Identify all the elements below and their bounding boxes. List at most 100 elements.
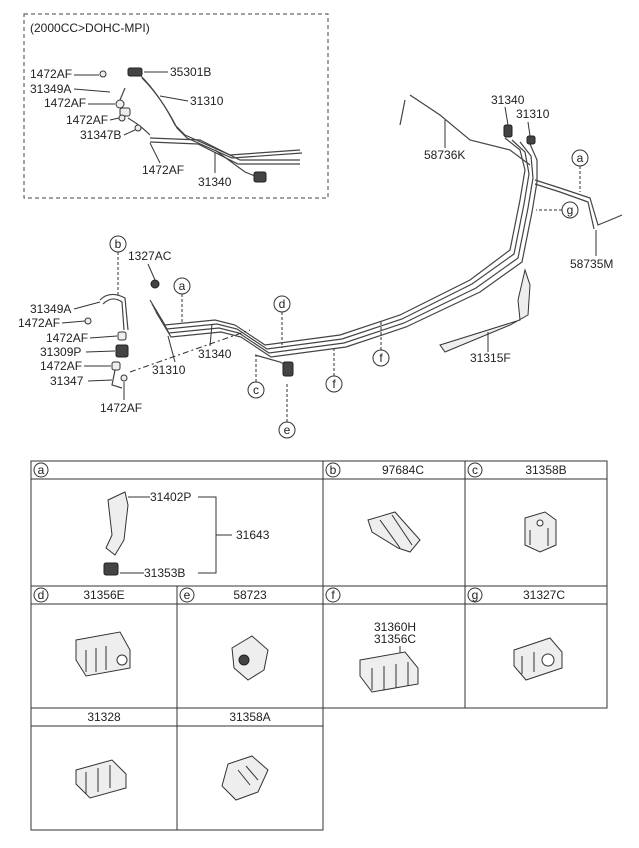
label-31310: 31310 (516, 107, 550, 121)
label-1472af: 1472AF (46, 331, 88, 345)
cell-h: 31328 (75, 710, 127, 799)
connector-icon (526, 135, 536, 145)
cell-letter: a (38, 463, 45, 477)
bolt-icon (134, 124, 142, 132)
connector-icon (127, 67, 143, 77)
svg-text:g: g (567, 203, 574, 217)
callout-f: f (372, 322, 390, 367)
label-31309p: 31309P (40, 345, 81, 359)
label-31643: 31643 (236, 528, 270, 542)
svg-text:a: a (179, 279, 186, 293)
label-1472af: 1472AF (18, 316, 60, 330)
svg-text:d: d (279, 297, 286, 311)
label-35301b: 35301B (170, 65, 211, 79)
inset-parts (99, 67, 267, 183)
svg-text:c: c (253, 383, 259, 397)
filter-icon (115, 344, 129, 358)
part-58723: 58723 (233, 588, 267, 602)
callout-e: e (278, 382, 296, 439)
svg-text:c: c (472, 463, 478, 477)
clamp-icon (117, 331, 127, 341)
callout-g: g (536, 201, 579, 219)
part-31358b: 31358B (525, 463, 566, 477)
connector-icon (503, 124, 513, 138)
label-1472af: 1472AF (30, 67, 72, 81)
clip-icon (75, 759, 127, 799)
svg-text:e: e (184, 588, 191, 602)
svg-text:f: f (331, 588, 335, 602)
bracket-icon (105, 491, 129, 556)
callout-d: d (273, 295, 291, 348)
part-31356c: 31356C (374, 632, 416, 646)
callout-b: b (109, 235, 127, 296)
svg-text:f: f (332, 377, 336, 391)
clip-icon (231, 635, 269, 681)
svg-text:b: b (330, 463, 337, 477)
bolt-icon (115, 99, 125, 109)
label-31340: 31340 (491, 93, 525, 107)
svg-text:f: f (379, 351, 383, 365)
svg-text:e: e (284, 423, 291, 437)
label-1472af: 1472AF (100, 401, 142, 415)
label-31340: 31340 (198, 175, 232, 189)
callout-a: a (571, 149, 589, 192)
filter-icon (119, 107, 131, 117)
clip-icon (359, 651, 419, 693)
cell-d: d 31356E (33, 587, 131, 677)
clip-icon (253, 171, 267, 183)
label-31340: 31340 (198, 347, 232, 361)
part-31328: 31328 (87, 710, 121, 724)
cell-c: c 31358B (467, 462, 567, 553)
cell-i: 31358A (221, 710, 271, 801)
bolt-icon (120, 374, 128, 382)
clip-icon (150, 279, 160, 289)
clip-icon (513, 637, 563, 681)
label-1472af: 1472AF (40, 359, 82, 373)
label-31353b: 31353B (144, 566, 185, 580)
label-31347: 31347 (50, 374, 84, 388)
svg-text:d: d (38, 588, 45, 602)
inset-pipes (119, 74, 303, 179)
part-31360h: 31360H (374, 620, 416, 634)
svg-text:a: a (577, 151, 584, 165)
label-58736k: 58736K (424, 148, 465, 162)
svg-text:b: b (115, 237, 122, 251)
label-31315f: 31315F (470, 351, 511, 365)
label-1472af: 1472AF (142, 163, 184, 177)
part-97684c: 97684C (382, 463, 424, 477)
part-31358a: 31358A (229, 710, 270, 724)
part-31327c: 31327C (523, 588, 565, 602)
bolt-icon (99, 70, 107, 78)
label-31349a: 31349A (30, 302, 71, 316)
cell-g: g 31327C (467, 587, 565, 681)
cell-e: e 58723 (179, 587, 269, 681)
label-1327ac: 1327AC (128, 249, 172, 263)
cell-f: f 31360H 31356C (325, 587, 419, 693)
svg-text:g: g (472, 588, 479, 602)
clamp-icon (111, 361, 121, 371)
callout-c: c (247, 356, 265, 399)
label-31310: 31310 (152, 363, 186, 377)
callout-a: a (173, 277, 191, 322)
inset-box (23, 13, 329, 199)
parts-table (30, 460, 608, 831)
clip-icon (282, 361, 294, 377)
bolt-icon (84, 317, 92, 325)
label-31402p: 31402P (150, 490, 191, 504)
fuel-line-protector-icon (439, 268, 531, 353)
label-31349a: 31349A (30, 82, 71, 96)
label-1472af: 1472AF (44, 96, 86, 110)
label-31310: 31310 (190, 94, 224, 108)
callout-f: f (325, 346, 343, 393)
cell-a: a 31402P 31353B 31643 (33, 462, 270, 580)
label-1472af: 1472AF (66, 113, 108, 127)
inset-title: (2000CC>DOHC-MPI) (30, 21, 150, 35)
bolt-icon (118, 114, 126, 122)
label-31347b: 31347B (80, 128, 121, 142)
clip-icon (75, 631, 131, 677)
clip-icon (103, 562, 119, 576)
label-58735m: 58735M (570, 257, 613, 271)
part-31356e: 31356E (83, 588, 124, 602)
cell-b: b 97684C (325, 462, 424, 553)
